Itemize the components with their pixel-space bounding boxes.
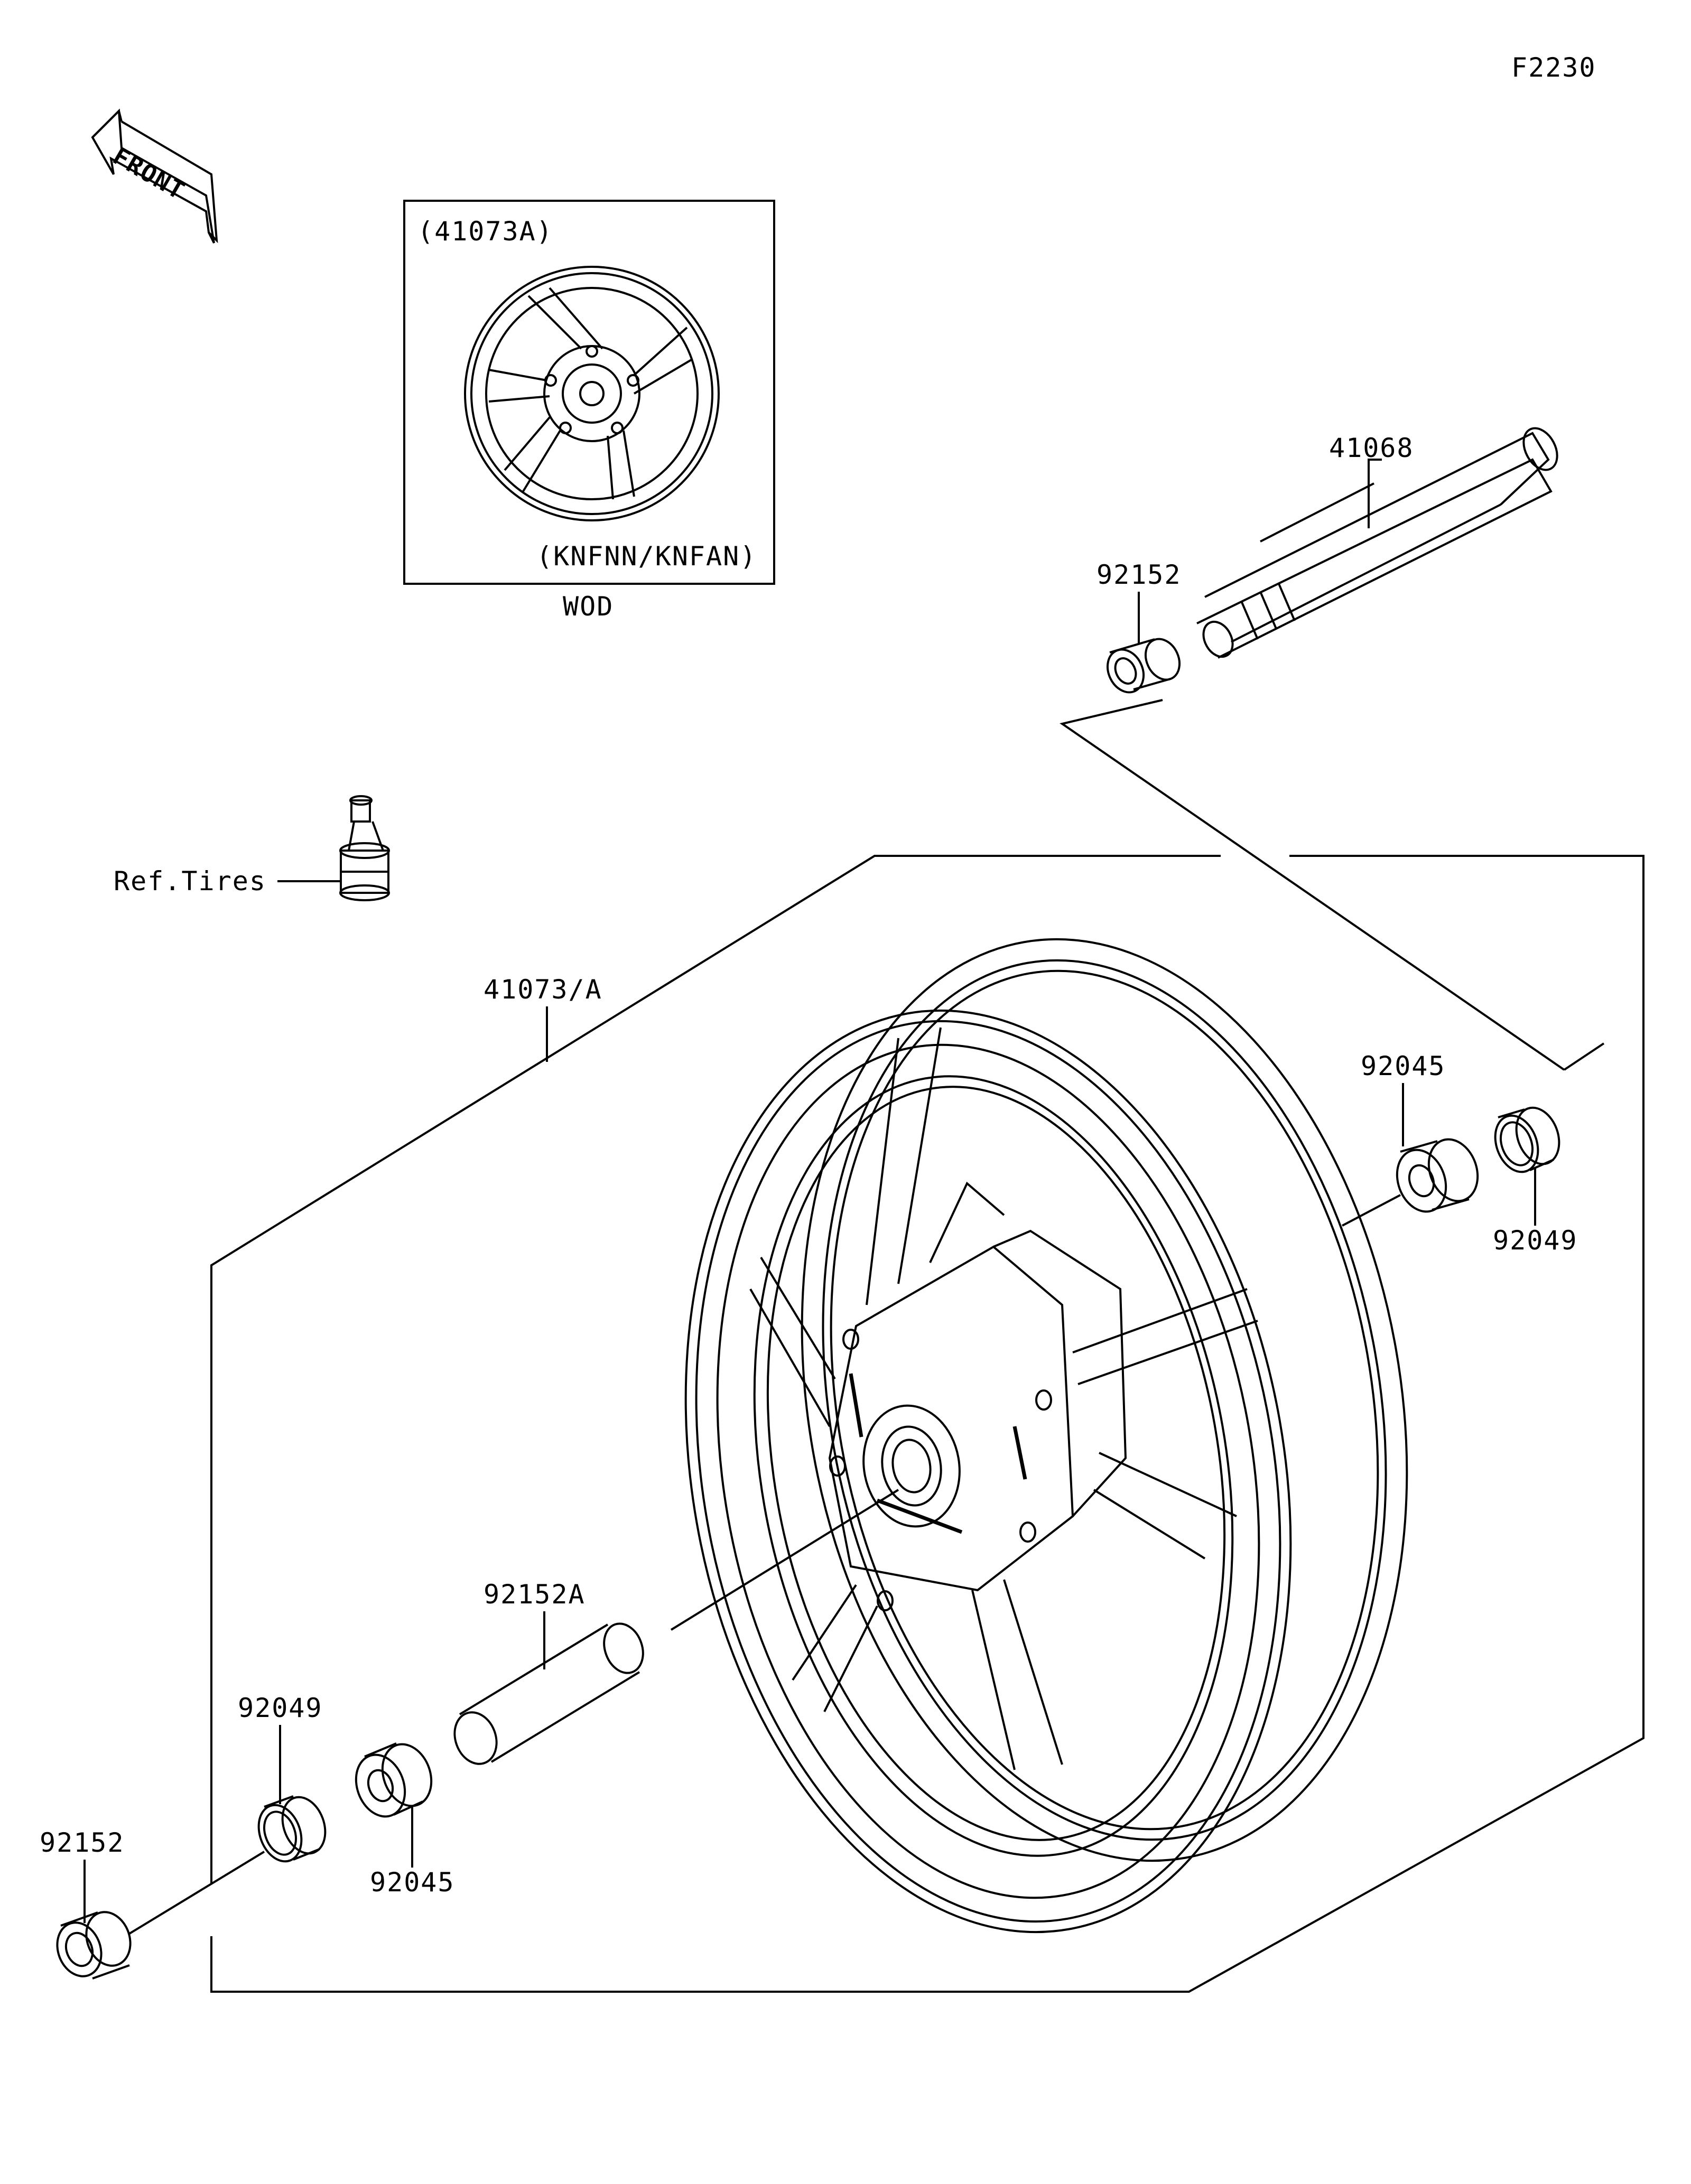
callout-spacer: 92152A — [484, 1579, 586, 1610]
front-wheel — [684, 938, 1408, 1934]
seal-92049-left — [257, 1795, 327, 1863]
callout-axle: 41068 — [1329, 433, 1414, 463]
wheel-frame-right — [210, 855, 1644, 1993]
axle-guide-line — [1060, 699, 1565, 1071]
left-guide-line — [128, 1851, 265, 1935]
callout-bearing-right: 92045 — [1361, 1051, 1446, 1081]
bearing-92045-right — [1396, 1138, 1479, 1213]
inset-part-number: (41073A) — [417, 216, 553, 247]
spacer-guide-line — [670, 1489, 899, 1631]
spacer-92152A — [453, 1622, 644, 1765]
callout-bearing-left: 92045 — [370, 1867, 455, 1898]
callout-wheel: 41073/A — [484, 974, 602, 1005]
seal-92049-right — [1494, 1106, 1560, 1173]
callout-seal-left: 92049 — [238, 1693, 323, 1723]
figure-code: F2230 — [1511, 52, 1596, 83]
inset-model-code: (KNFNN/KNFAN) — [536, 541, 757, 572]
axle-41068 — [1196, 427, 1558, 659]
collar-92152-top — [1106, 638, 1181, 694]
callout-valve: Ref.Tires — [114, 866, 266, 897]
collar-92152-left — [56, 1911, 132, 1980]
tire-valve — [339, 795, 390, 901]
front-label: FRONT — [108, 142, 191, 206]
callout-collar-top: 92152 — [1097, 559, 1182, 590]
bearing-92045-left — [355, 1742, 433, 1818]
callout-collar-left: 92152 — [40, 1827, 125, 1858]
callout-seal-right: 92049 — [1493, 1225, 1578, 1256]
inset-wheel-drawing — [464, 266, 720, 521]
wheel-frame-left — [210, 855, 1221, 1883]
front-direction-arrow-icon: FRONT — [91, 108, 218, 244]
inset-wheel-variant: (41073A) (KNFNN/KNFAN) WOD — [403, 200, 775, 622]
inset-caption: WOD — [563, 591, 614, 622]
